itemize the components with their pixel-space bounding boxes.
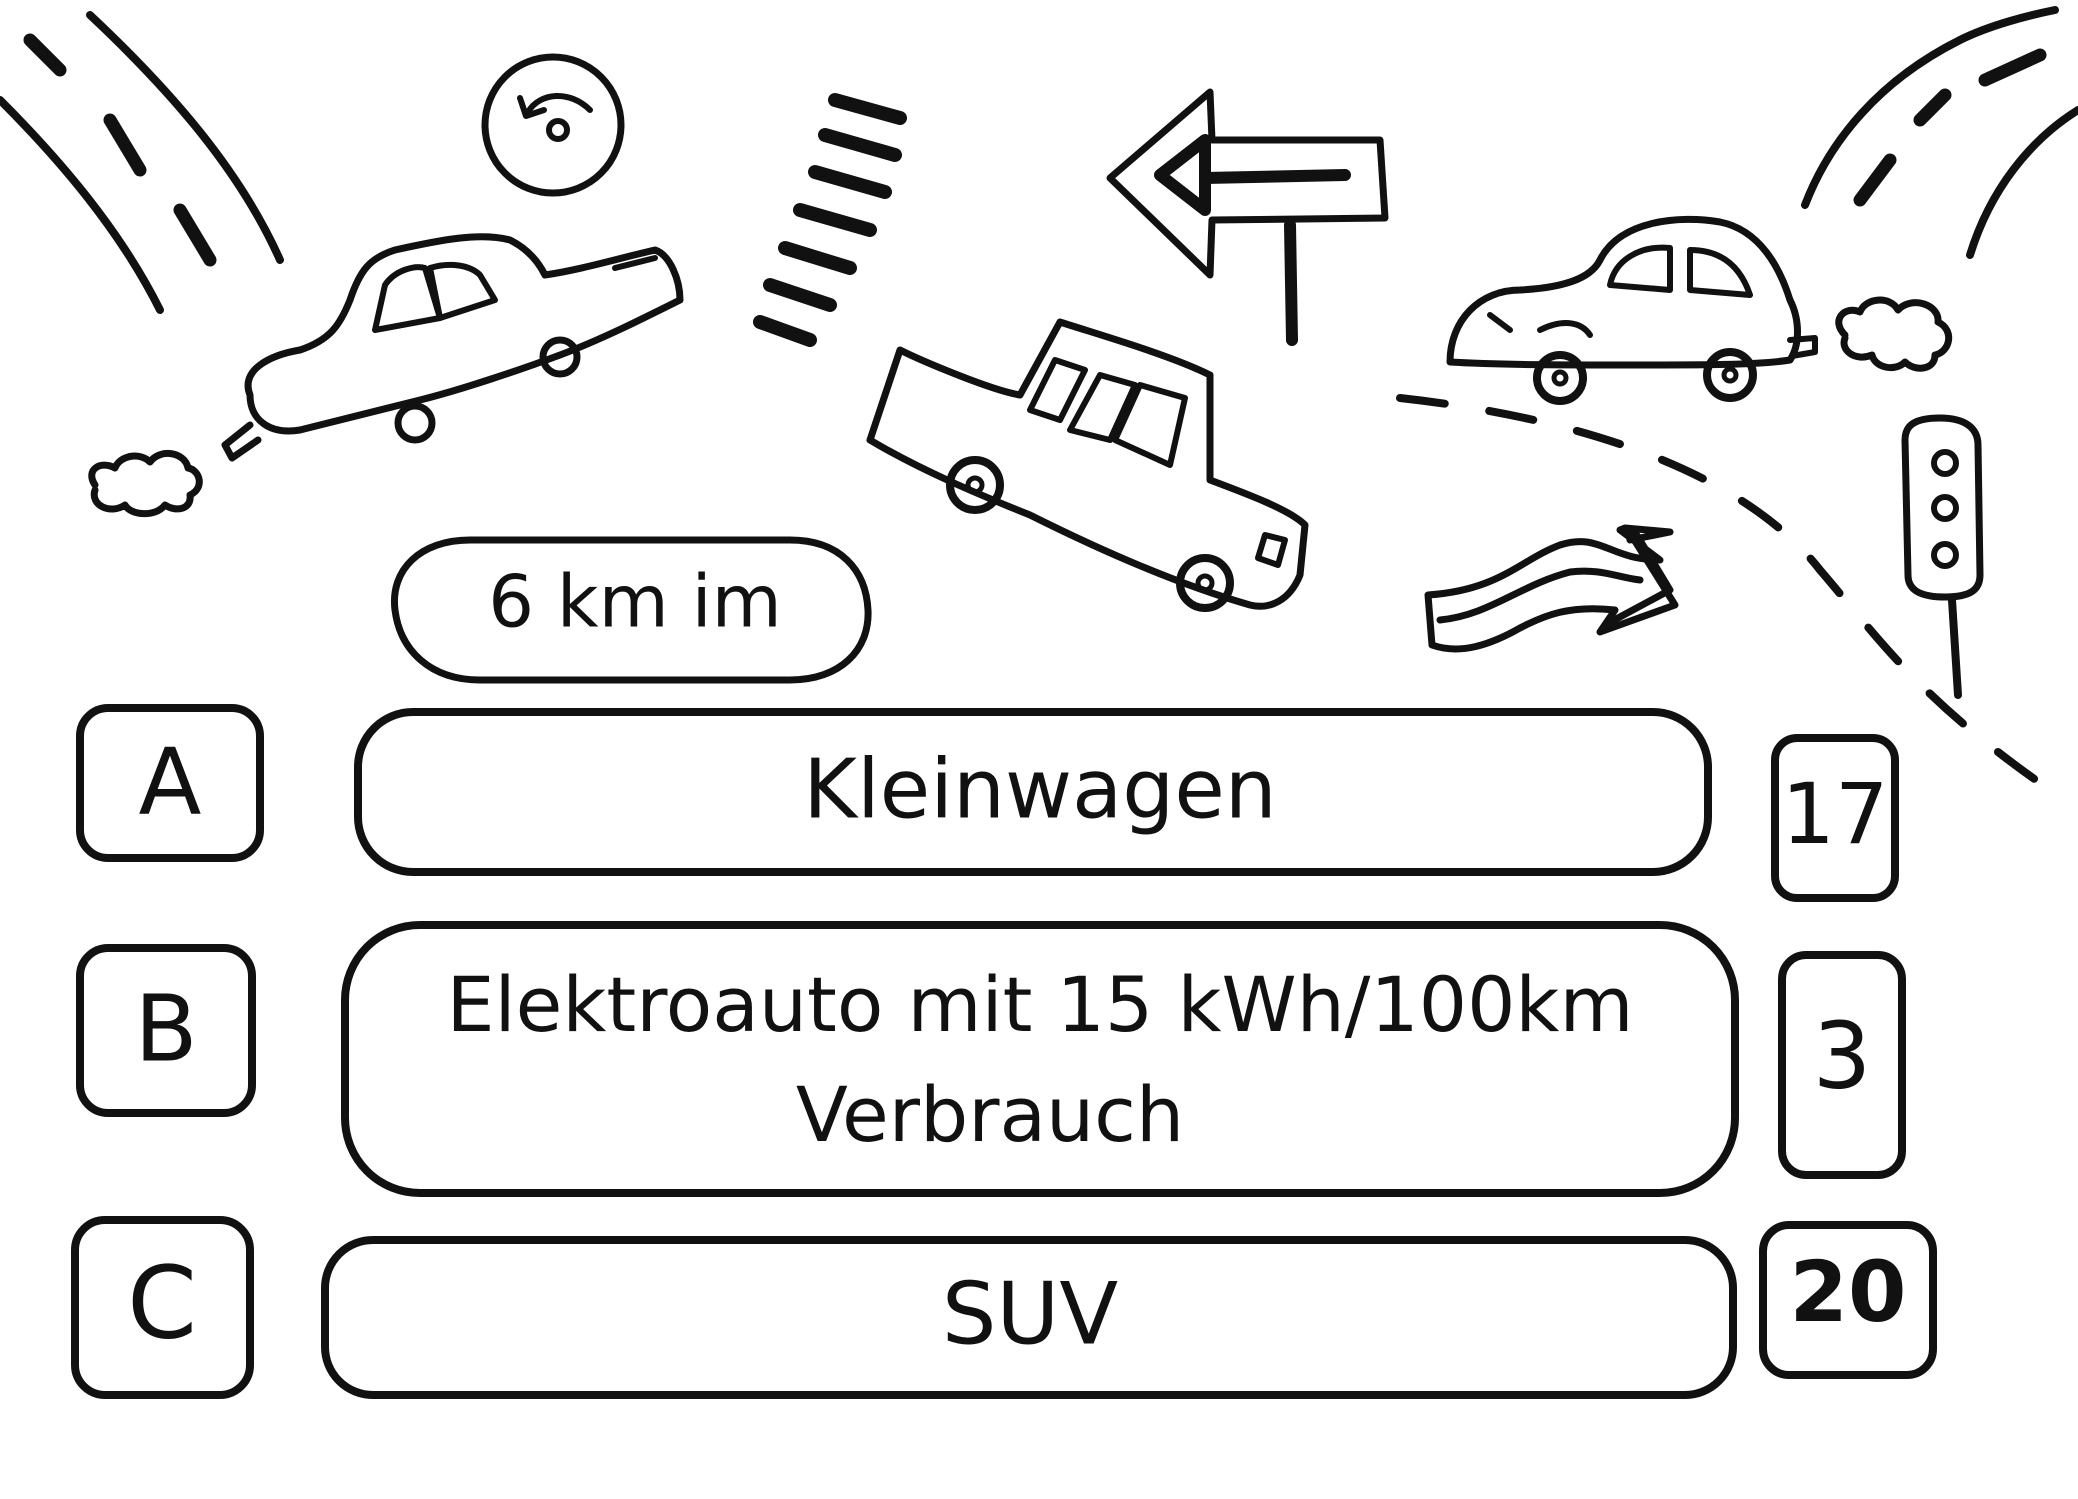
option-a-value: 17 <box>1782 765 1889 863</box>
exhaust-cloud-right-icon <box>1835 296 1952 372</box>
road-right-icon <box>1801 6 2078 259</box>
roundabout-sign-icon <box>481 53 625 197</box>
header-bubble: 6 km im <box>390 536 872 684</box>
option-c-letter-box[interactable] <box>71 1216 254 1399</box>
beetle-car-icon <box>1446 215 1818 405</box>
option-c-value: 20 <box>1790 1243 1907 1341</box>
option-c-value-box <box>1759 1221 1937 1379</box>
curvy-arrow-icon <box>1424 524 1679 653</box>
option-a-row[interactable]: A Kleinwagen 17 <box>76 704 1899 902</box>
option-b-letter: B <box>134 975 197 1082</box>
option-b-letter-box[interactable] <box>76 944 256 1117</box>
car-center-tilted-icon <box>866 318 1309 612</box>
turn-left-arrow-sign-icon <box>1106 88 1389 346</box>
crosswalk-icon <box>753 93 907 347</box>
option-c-row[interactable]: C SUV 20 <box>71 1216 1937 1399</box>
traffic-light-icon <box>1901 414 1984 699</box>
option-b-label-box[interactable] <box>341 921 1739 1197</box>
car-top-left-icon <box>221 233 684 462</box>
option-b-label-line1: Elektroauto mit 15 kWh/100km <box>447 960 1634 1049</box>
option-c-label-box[interactable] <box>321 1236 1737 1399</box>
header-label: 6 km im <box>488 560 782 644</box>
option-a-letter: A <box>139 728 202 835</box>
option-b-value: 3 <box>1813 1002 1872 1109</box>
road-left-icon <box>0 11 284 314</box>
option-b-row[interactable]: B Elektroauto mit 15 kWh/100km Verbrauch… <box>76 921 1906 1197</box>
option-c-letter: C <box>127 1244 197 1361</box>
dashed-curve-road-icon <box>1396 394 2054 794</box>
option-a-letter-box[interactable] <box>76 704 264 862</box>
option-b-value-box <box>1778 951 1906 1179</box>
option-a-label: Kleinwagen <box>803 742 1277 837</box>
option-b-label-line2: Verbrauch <box>796 1070 1184 1159</box>
option-c-label: SUV <box>942 1264 1119 1364</box>
option-a-label-box[interactable] <box>354 708 1712 876</box>
exhaust-cloud-left-icon <box>88 450 203 518</box>
option-a-value-box <box>1771 734 1899 902</box>
